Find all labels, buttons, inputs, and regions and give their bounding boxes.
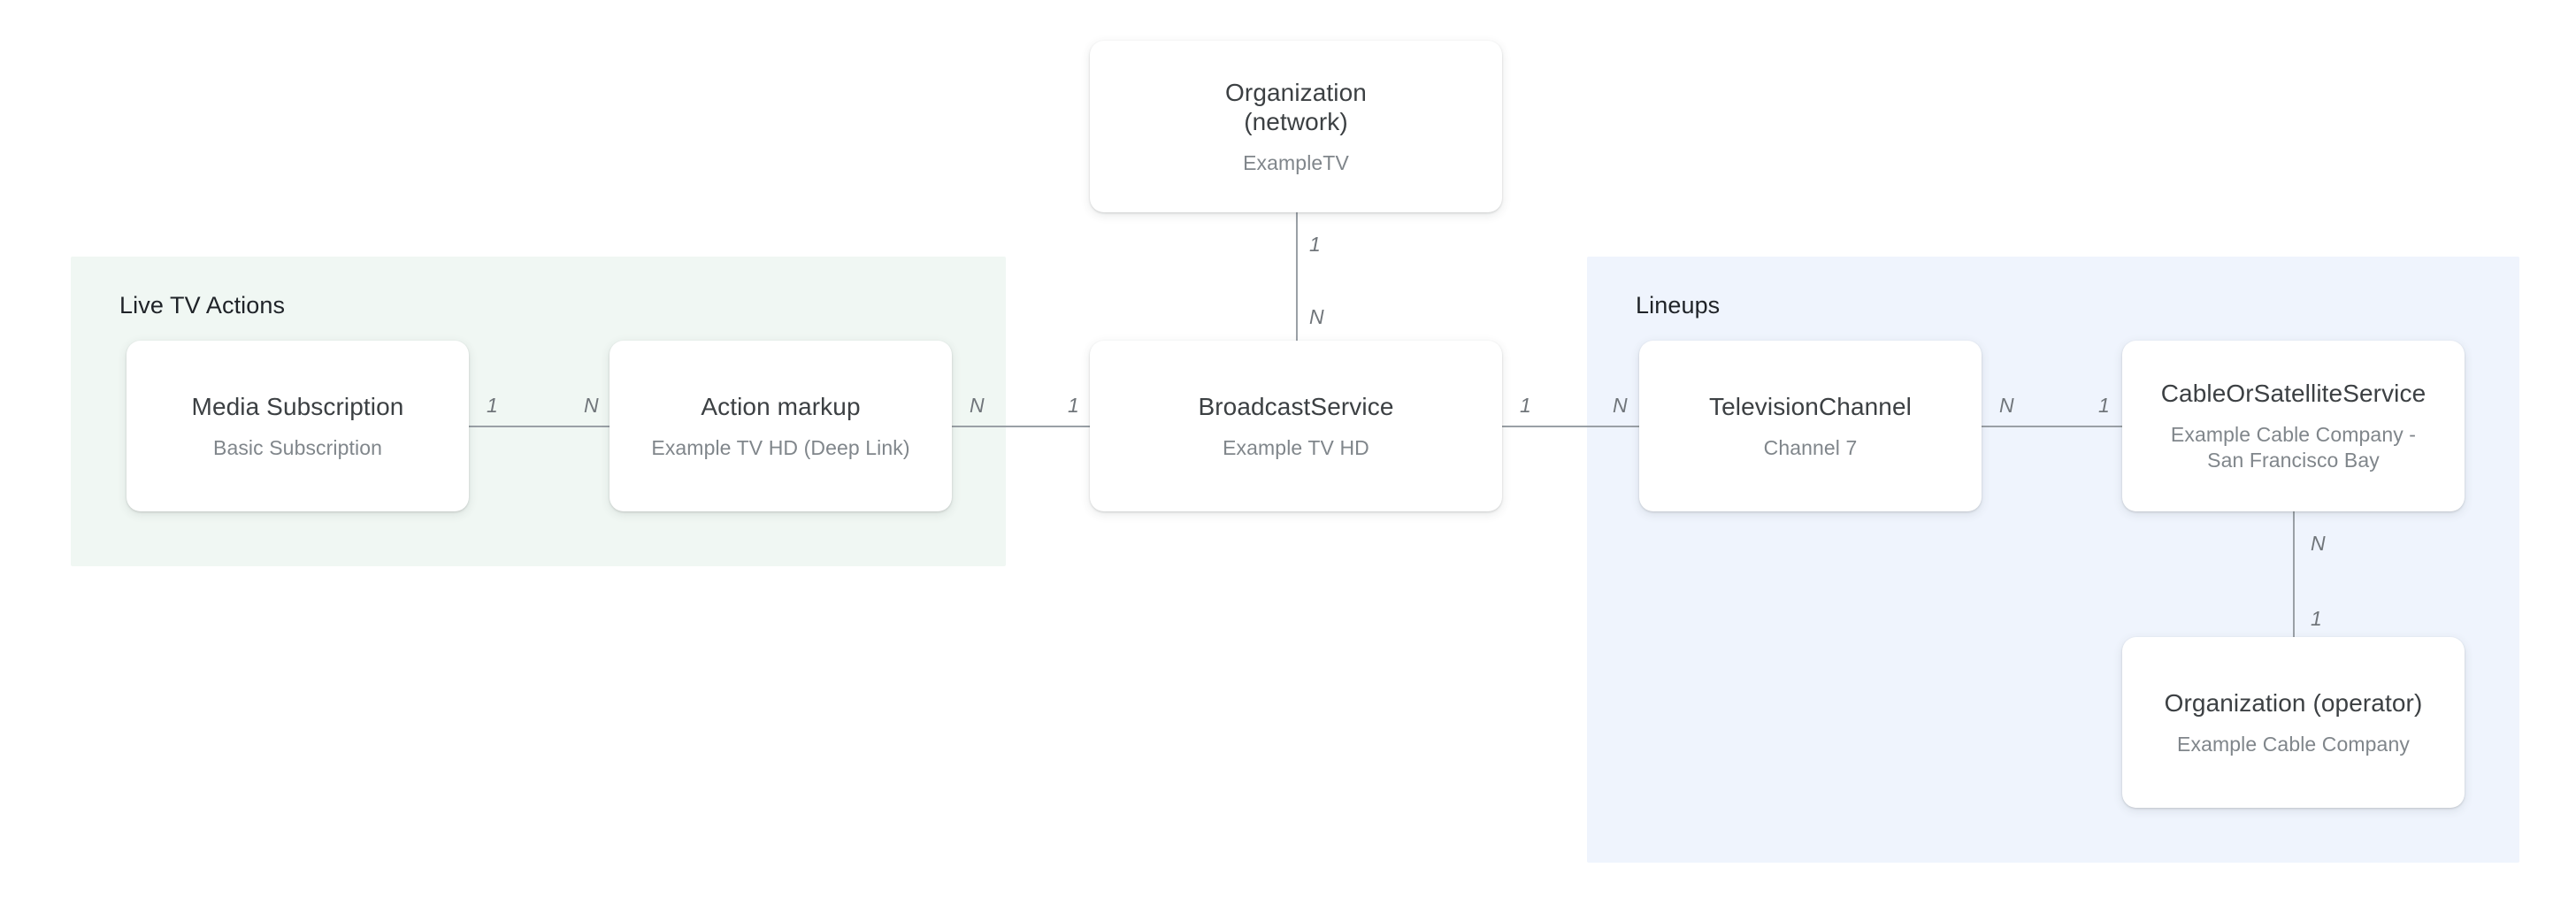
edge-cardinality-label-cable-left-1: 1: [2098, 394, 2110, 417]
edge-cardinality-label-tv-channel-right-n: N: [1999, 394, 2014, 417]
group-title-lineups: Lineups: [1636, 292, 1721, 319]
edge-cable-or-satellite-service-to-organization-operator: [2293, 511, 2295, 637]
edge-cardinality-label-broadcast-right-1: 1: [1520, 394, 1531, 417]
node-organization-network[interactable]: Organization (network) ExampleTV: [1090, 41, 1502, 212]
node-subtitle-cable-or-satellite-service: Example Cable Company - San Francisco Ba…: [2170, 423, 2417, 472]
edge-action-markup-to-broadcast-service: [952, 426, 1090, 427]
node-subtitle-media-subscription: Basic Subscription: [213, 435, 382, 459]
node-subtitle-action-markup: Example TV HD (Deep Link): [651, 435, 910, 459]
node-title-cable-or-satellite-service: CableOrSatelliteService: [2160, 380, 2426, 408]
edge-cardinality-label-broadcast-left-1: 1: [1068, 394, 1079, 417]
edge-cardinality-label-org-operator-1: 1: [2311, 607, 2322, 630]
edge-cardinality-label-action-markup-left-n: N: [584, 394, 599, 417]
group-title-live-tv-actions: Live TV Actions: [119, 292, 286, 319]
node-organization-operator[interactable]: Organization (operator) Example Cable Com…: [2122, 637, 2465, 808]
node-title-organization-operator: Organization (operator): [2164, 688, 2423, 717]
edge-cardinality-label-org-network-1: 1: [1309, 233, 1321, 256]
edge-cardinality-label-cable-bottom-n: N: [2311, 532, 2326, 555]
edge-television-channel-to-cable-or-satellite-service: [1982, 426, 2122, 427]
node-title-action-markup: Action markup: [701, 392, 861, 420]
node-title-television-channel: TelevisionChannel: [1709, 392, 1912, 420]
node-subtitle-broadcast-service: Example TV HD: [1223, 435, 1369, 459]
edge-cardinality-label-tv-channel-left-n: N: [1613, 394, 1628, 417]
edge-cardinality-label-org-network-n: N: [1309, 305, 1324, 328]
node-title-broadcast-service: BroadcastService: [1198, 392, 1394, 420]
edge-cardinality-label-action-markup-right-n: N: [970, 394, 985, 417]
node-title-media-subscription: Media Subscription: [191, 392, 404, 420]
node-title-organization-network: Organization (network): [1225, 78, 1367, 135]
edge-media-subscription-to-action-markup: [469, 426, 610, 427]
node-subtitle-television-channel: Channel 7: [1763, 435, 1858, 459]
node-subtitle-organization-network: ExampleTV: [1243, 150, 1349, 174]
edge-broadcast-service-to-television-channel: [1502, 426, 1639, 427]
edge-cardinality-label-media-sub-1: 1: [487, 394, 498, 417]
node-subtitle-organization-operator: Example Cable Company: [2177, 732, 2410, 756]
edge-organization-network-to-broadcast-service: [1296, 212, 1298, 341]
